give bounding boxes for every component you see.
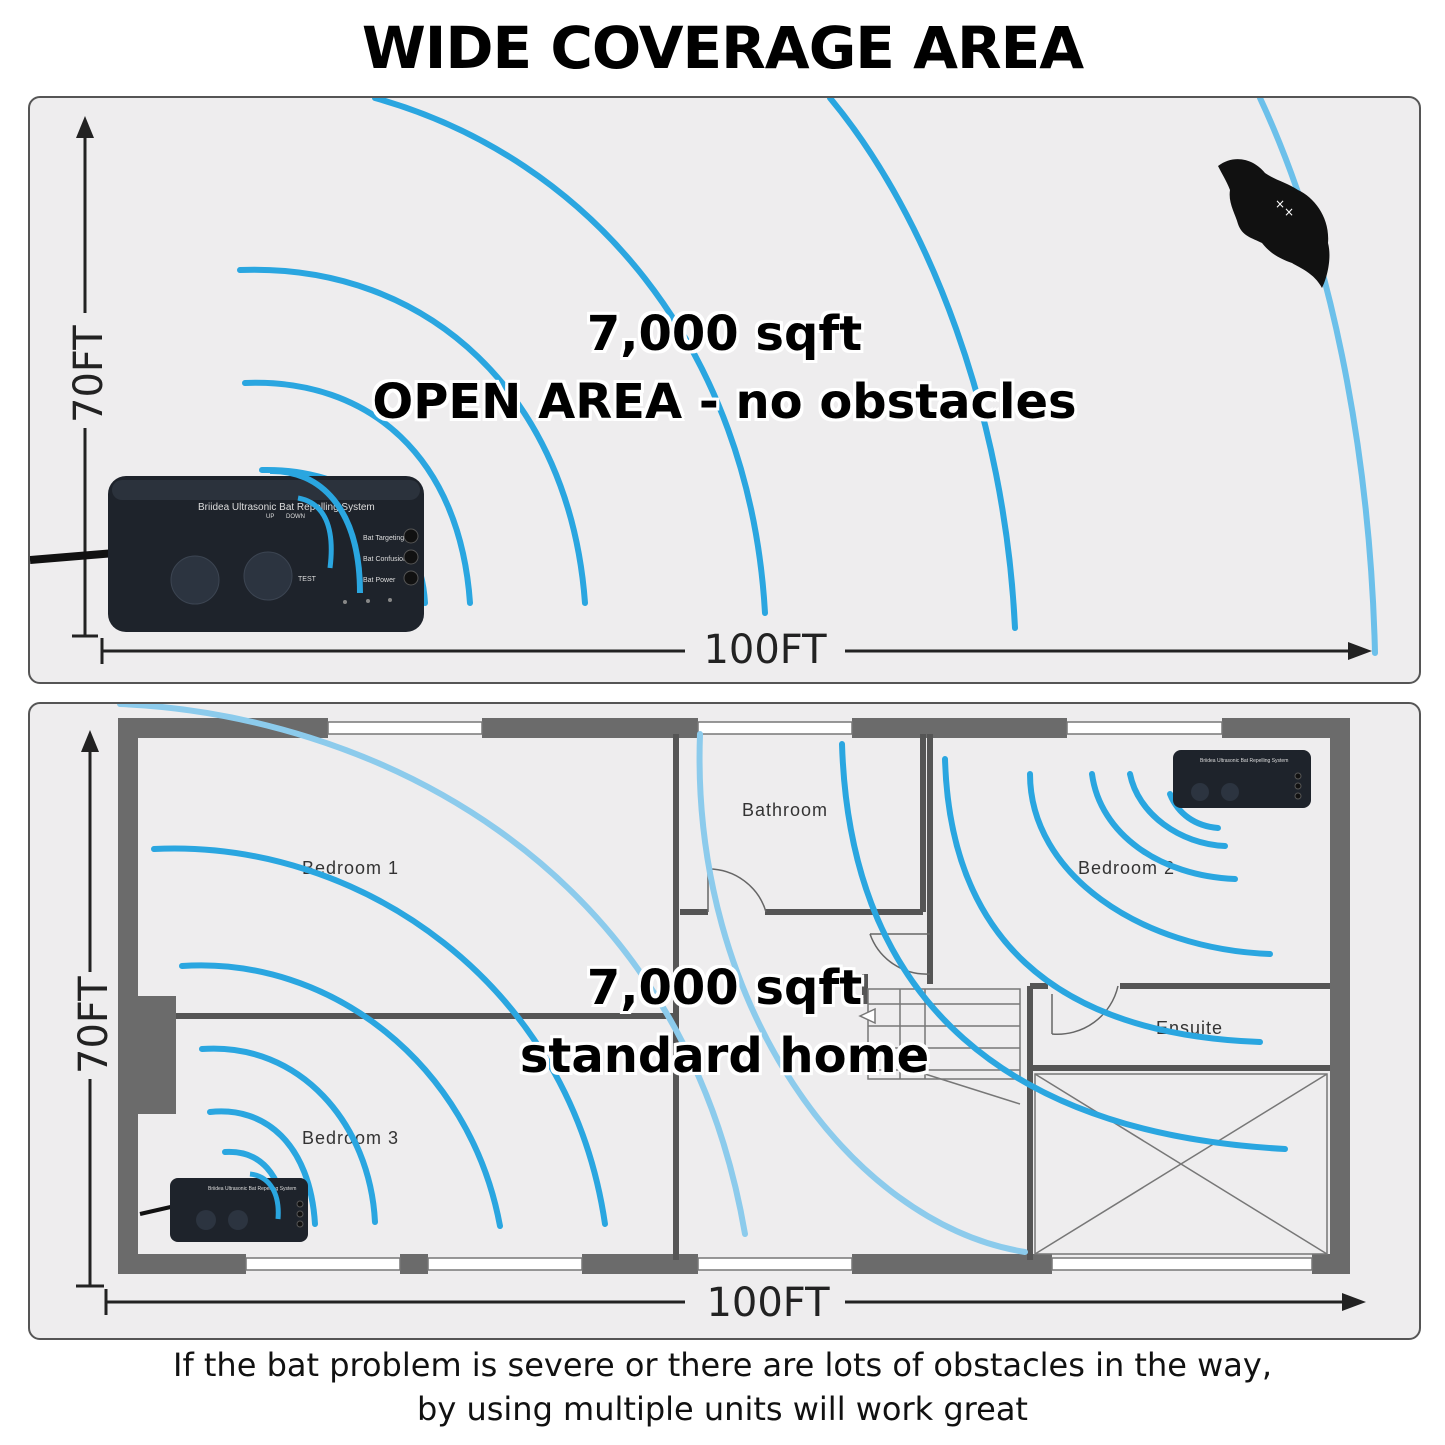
width-dimension xyxy=(100,638,1372,664)
device-confusion-label: Bat Confusion xyxy=(363,556,407,563)
windows xyxy=(245,721,1313,1271)
home-height-dimension xyxy=(76,730,104,1288)
open-area-diagram: 70FT 100FT Briidea Ultrasonic Bat Repell… xyxy=(30,98,1378,673)
staircase xyxy=(858,988,1021,1105)
outer-walls xyxy=(118,718,1350,1274)
svg-text:×: × xyxy=(1275,197,1285,211)
footer-line-2: by using multiple units will work great xyxy=(417,1390,1028,1428)
home-description: standard home xyxy=(519,1028,930,1084)
unit-1-device-name: Briidea Ultrasonic Bat Repelling System xyxy=(208,1186,296,1192)
signal-waves-unit-2 xyxy=(696,731,1288,1255)
room-label-bedroom-2: Bedroom 2 xyxy=(1078,858,1175,878)
device-down-label: DOWN xyxy=(286,514,305,520)
unit-1-cable xyxy=(139,1204,176,1216)
home-panel: Bedroom 1 Bathroom Bedroom 2 Ensuite Bed… xyxy=(28,702,1421,1340)
bat-icon: × × xyxy=(1218,159,1330,288)
bat-repeller-unit-1: Briidea Ultrasonic Bat Repelling System xyxy=(170,1178,308,1242)
power-cable xyxy=(30,549,116,564)
footer-line-1: If the bat problem is severe or there ar… xyxy=(173,1346,1272,1384)
device-test-label: TEST xyxy=(298,576,317,583)
home-sqft: 7,000 sqft xyxy=(586,960,863,1016)
home-width-dimension xyxy=(104,1289,1366,1315)
doors xyxy=(707,868,1119,1035)
home-height-label: 70FT xyxy=(71,976,117,1074)
width-label: 100FT xyxy=(703,627,827,673)
device-wave xyxy=(269,467,363,594)
open-area-sqft: 7,000 sqft xyxy=(586,306,863,362)
device-targeting-label: Bat Targeting xyxy=(363,535,404,542)
room-label-bedroom-1: Bedroom 1 xyxy=(302,858,399,878)
signal-waves xyxy=(237,98,1378,656)
floor-plan-diagram: Bedroom 1 Bathroom Bedroom 2 Ensuite Bed… xyxy=(71,704,1366,1326)
bat-repeller-device: Briidea Ultrasonic Bat Repelling System … xyxy=(108,476,424,632)
unit-1-inner-wave xyxy=(249,1171,281,1220)
device-power-label: Bat Power xyxy=(363,577,396,584)
home-width-label: 100FT xyxy=(706,1280,830,1326)
open-area-description: OPEN AREA - no obstacles xyxy=(372,374,1077,430)
room-label-bathroom: Bathroom xyxy=(742,800,828,820)
page-title: WIDE COVERAGE AREA xyxy=(361,14,1084,82)
unit-2-device-name: Briidea Ultrasonic Bat Repelling System xyxy=(1200,758,1288,764)
open-area-panel: 70FT 100FT Briidea Ultrasonic Bat Repell… xyxy=(28,96,1421,684)
svg-text:×: × xyxy=(1284,205,1294,219)
height-label: 70FT xyxy=(66,325,112,423)
bat-repeller-unit-2: Briidea Ultrasonic Bat Repelling System xyxy=(1173,750,1311,808)
interior-walls xyxy=(176,734,1330,1260)
device-up-label: UP xyxy=(266,514,274,520)
device-wave-inner xyxy=(297,495,334,569)
storage-area xyxy=(1034,1073,1328,1255)
device-name: Briidea Ultrasonic Bat Repelling System xyxy=(198,502,375,513)
height-dimension xyxy=(72,116,98,638)
